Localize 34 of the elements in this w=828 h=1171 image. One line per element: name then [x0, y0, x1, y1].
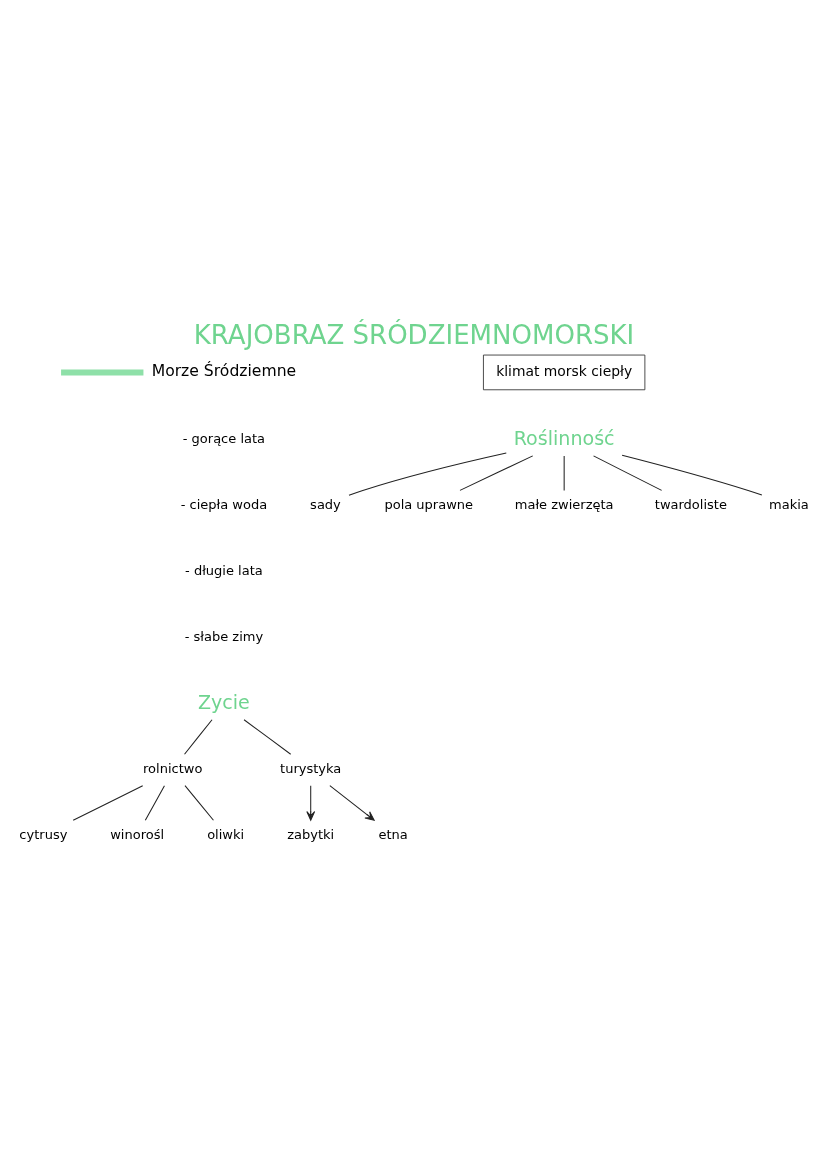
arrow — [306, 785, 316, 821]
connector — [61, 369, 144, 376]
connector — [348, 452, 507, 496]
connector — [184, 719, 213, 755]
node-text: oliwki — [207, 826, 245, 842]
node-text: rolnictwo — [143, 760, 203, 776]
node-text: Zycie — [197, 690, 250, 714]
node-text: etna — [378, 826, 408, 842]
node-box: klimat morsk ciepły — [483, 354, 646, 391]
node-text: sady — [310, 497, 341, 513]
label: - długie lata — [185, 563, 263, 579]
node-text: zabytki — [287, 826, 335, 842]
connector — [459, 455, 534, 491]
connector — [184, 785, 214, 821]
connector — [593, 455, 663, 491]
node-text: winorośl — [110, 826, 165, 842]
connector — [621, 454, 763, 496]
connector — [243, 719, 292, 755]
connector — [144, 785, 165, 821]
label: - słabe zimy — [184, 629, 264, 645]
node-text: małe zwierzęta — [514, 497, 614, 513]
node-text: Roślinność — [513, 426, 615, 450]
connector — [72, 785, 144, 821]
connector — [563, 455, 565, 491]
node-text: pola uprawne — [384, 497, 474, 513]
label: - gorące lata — [182, 431, 266, 447]
node-text: cytrusy — [19, 826, 68, 842]
arrow — [329, 785, 375, 821]
diagram-title: KRAJOBRAZ ŚRÓDZIEMNOMORSKI — [193, 319, 635, 350]
node-text: turystyka — [280, 760, 342, 776]
node-text: twardoliste — [654, 497, 727, 513]
node-text: Morze Śródziemne — [151, 362, 297, 381]
label: - ciepła woda — [180, 497, 268, 513]
node-text: makia — [769, 497, 809, 513]
